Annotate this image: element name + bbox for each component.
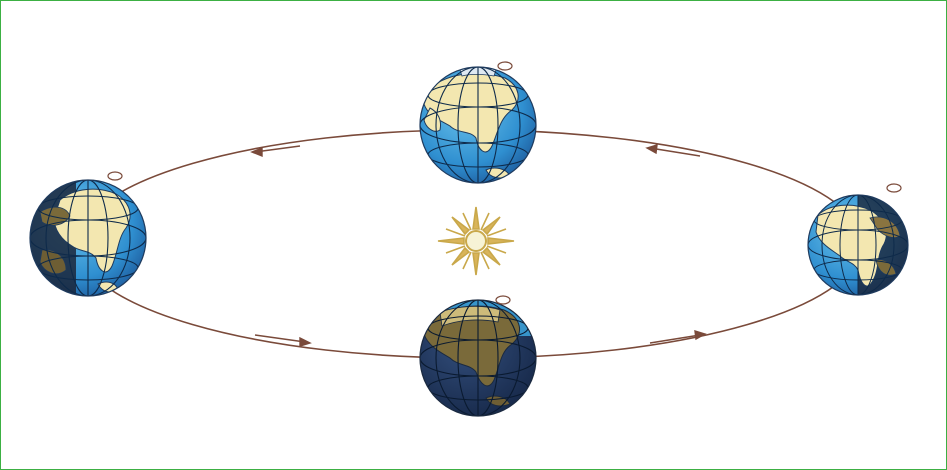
rotation-arrow-icon xyxy=(498,62,512,70)
earth-globe-icon xyxy=(420,67,536,183)
earth-globe-icon xyxy=(420,300,536,416)
rotation-arrow-icon xyxy=(496,296,510,304)
sun-icon xyxy=(438,207,514,275)
earth-globe-icon xyxy=(808,190,918,300)
rotation-arrow-icon xyxy=(108,172,122,180)
earth-globe-icon xyxy=(28,178,146,298)
rotation-arrow-icon xyxy=(887,184,901,192)
